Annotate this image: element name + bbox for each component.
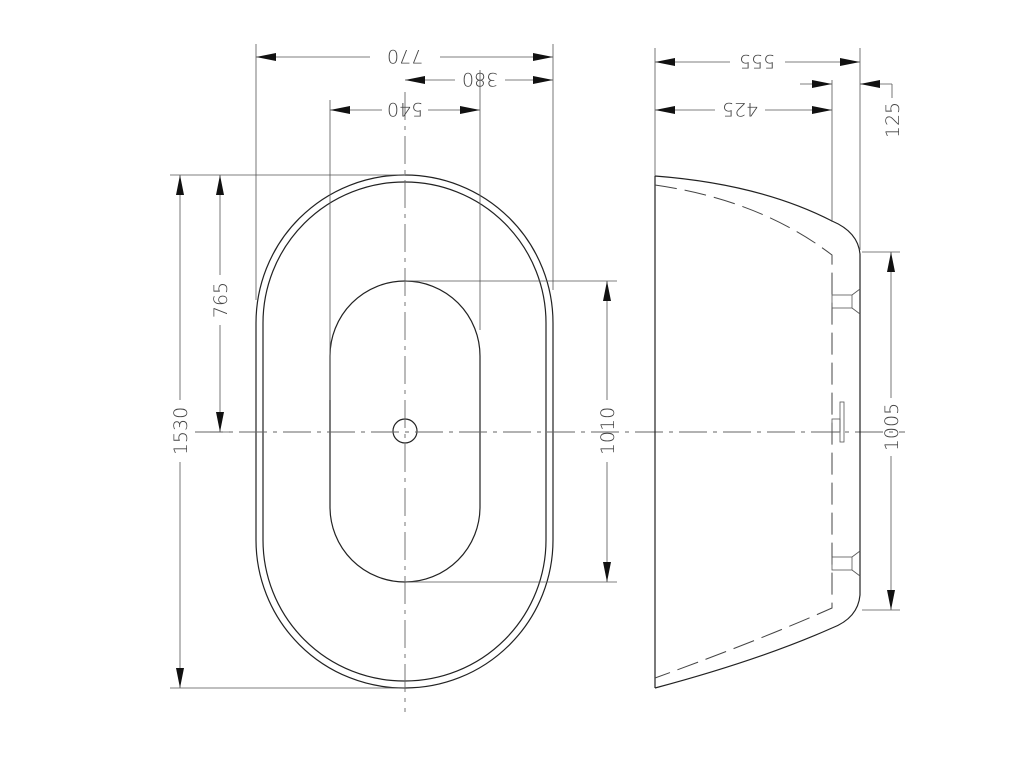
tub-rim-outline <box>262 181 547 682</box>
dimension-770: 770 <box>256 45 553 67</box>
dimension-380: 380 <box>405 68 553 90</box>
overflow-fitting <box>831 401 845 443</box>
dimension-label: 555 <box>739 50 775 72</box>
inner-hidden-line <box>654 184 833 679</box>
dimension-label: 765 <box>210 282 232 318</box>
side-extension-lines <box>654 48 900 611</box>
dimension-label: 1530 <box>170 407 192 455</box>
tub-outer-outline <box>255 174 554 689</box>
dimension-1005: 1005 <box>881 252 903 610</box>
dimension-555: 555 <box>655 50 860 72</box>
dimension-label: 1010 <box>597 407 619 455</box>
top-view: 770 380 540 1530 765 1010 <box>170 44 905 712</box>
dimension-label: 540 <box>387 98 423 120</box>
dimension-1530: 1530 <box>170 175 192 688</box>
dimension-label: 1005 <box>881 403 903 451</box>
dimension-765: 765 <box>210 175 232 432</box>
dimension-1010: 1010 <box>597 281 619 582</box>
dimension-125: 125 <box>800 80 904 138</box>
dimension-540: 540 <box>330 98 480 120</box>
foot-top <box>831 288 861 315</box>
dimension-label: 380 <box>462 68 498 90</box>
dimension-label: 425 <box>722 98 758 120</box>
extension-lines <box>170 44 617 689</box>
foot-bottom <box>831 550 861 577</box>
dimension-label: 770 <box>387 45 423 67</box>
dimension-425: 425 <box>655 98 832 120</box>
side-view: 555 425 125 1005 <box>654 48 904 689</box>
dimension-label: 125 <box>882 102 904 138</box>
side-outline <box>654 175 861 689</box>
